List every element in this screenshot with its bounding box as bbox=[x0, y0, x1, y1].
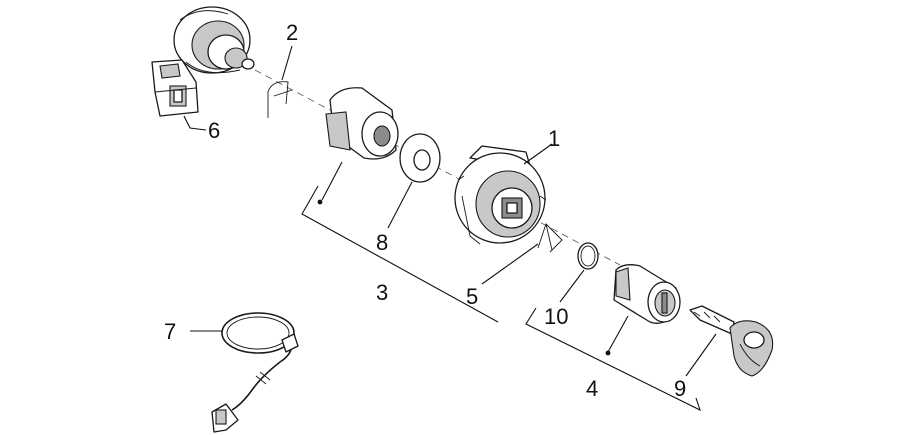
callout-4: 4 bbox=[586, 376, 598, 401]
callout-10: 10 bbox=[544, 304, 568, 329]
callout-9: 9 bbox=[674, 376, 686, 401]
part-2-spring-clip bbox=[267, 81, 293, 118]
callout-5: 5 bbox=[466, 284, 478, 309]
callout-8: 8 bbox=[376, 230, 388, 255]
part-8-washer bbox=[399, 133, 441, 183]
leader-1 bbox=[523, 143, 553, 165]
bracket-3 bbox=[301, 185, 499, 323]
part-10-o-ring bbox=[577, 242, 599, 270]
callout-7: 7 bbox=[164, 319, 176, 344]
bracket-4 bbox=[525, 307, 701, 412]
part-1-lock-housing bbox=[454, 145, 547, 245]
bracket-3-dot bbox=[317, 199, 323, 205]
part-5-wire-spring bbox=[537, 223, 563, 253]
callout-labels: 1 2 3 4 5 6 7 8 9 10 bbox=[164, 20, 686, 401]
leader-9 bbox=[685, 333, 717, 377]
bracket-3-pointer bbox=[321, 161, 343, 201]
callout-2: 2 bbox=[286, 20, 298, 45]
part-6-ignition-switch bbox=[151, 6, 255, 117]
part-9-key bbox=[689, 305, 774, 377]
leader-5 bbox=[481, 243, 539, 285]
leader-6 bbox=[183, 115, 207, 131]
callout-1: 1 bbox=[548, 126, 560, 151]
bracket-4-dot bbox=[605, 350, 611, 356]
leader-10 bbox=[559, 269, 585, 303]
part-7-wire-loop bbox=[211, 312, 299, 433]
leader-8 bbox=[387, 181, 413, 229]
part-cylinder-sleeve bbox=[325, 87, 399, 160]
part-lock-barrel bbox=[613, 264, 681, 324]
bracket-4-pointer bbox=[607, 315, 629, 353]
callout-3: 3 bbox=[376, 280, 388, 305]
callout-6: 6 bbox=[208, 118, 220, 143]
leader-lines bbox=[183, 45, 717, 412]
leader-2 bbox=[281, 45, 293, 81]
